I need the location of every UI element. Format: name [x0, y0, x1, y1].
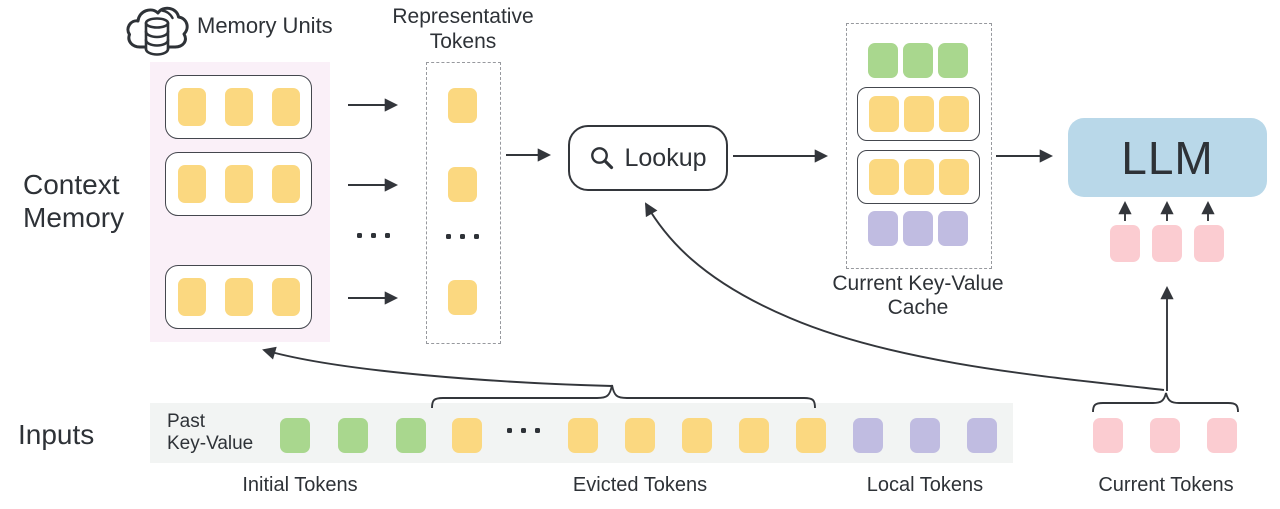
current-tokens-label: Current Tokens: [1098, 474, 1234, 496]
token-yellow: [868, 96, 899, 132]
initial-tokens-label: Initial Tokens: [242, 474, 358, 496]
representative-tokens-label-line2: Tokens: [429, 30, 497, 53]
token-yellow: [448, 167, 477, 202]
evicted-tokens-group: [568, 418, 826, 453]
cache-label-line2: Cache: [887, 296, 949, 319]
token-green: [868, 43, 898, 78]
token-green: [396, 418, 426, 453]
token-yellow: [271, 88, 300, 126]
memory-unit-row: [165, 152, 312, 216]
token-green: [280, 418, 310, 453]
representative-token: [448, 280, 477, 315]
current-tokens-group: [1093, 418, 1237, 453]
representative-tokens-label: Representative Tokens: [378, 4, 548, 54]
cloud-database-icon: [126, 6, 189, 56]
token-purple: [938, 211, 968, 246]
token-pink: [1150, 418, 1180, 453]
brace-current-tokens: [1092, 392, 1239, 413]
memory-unit-row: [165, 75, 312, 139]
token-yellow: [682, 418, 712, 453]
cache-initial-tokens: [868, 43, 968, 78]
token-yellow: [452, 418, 482, 453]
representative-token: [448, 167, 477, 202]
token-green: [938, 43, 968, 78]
representative-tokens-box: [426, 62, 501, 344]
token-yellow: [739, 418, 769, 453]
token-purple: [910, 418, 940, 453]
lookup-button[interactable]: Lookup: [568, 125, 728, 191]
cache-memory-unit-row: [857, 150, 980, 204]
representative-tokens-label-line1: Representative: [392, 5, 534, 28]
ellipsis-icon: [446, 234, 479, 239]
inputs-label: Inputs: [18, 419, 95, 450]
token-yellow: [224, 88, 253, 126]
past-kv-label-line1: Past: [167, 411, 206, 432]
local-tokens-group: [853, 418, 997, 453]
token-green: [338, 418, 368, 453]
token-yellow: [271, 278, 300, 316]
token-yellow: [448, 280, 477, 315]
token-yellow: [938, 159, 969, 195]
token-yellow: [271, 165, 300, 203]
token-yellow: [868, 159, 899, 195]
token-yellow: [903, 159, 934, 195]
search-icon: [591, 147, 614, 170]
token-yellow: [796, 418, 826, 453]
token-pink: [1093, 418, 1123, 453]
token-pink: [1152, 225, 1182, 262]
cache-memory-unit-row: [857, 87, 980, 141]
past-kv-label-line2: Key-Value: [167, 433, 254, 454]
context-memory-box: [150, 62, 330, 342]
token-yellow: [177, 165, 206, 203]
token-yellow: [177, 278, 206, 316]
token-purple: [868, 211, 898, 246]
token-yellow: [568, 418, 598, 453]
llm-input-tokens: [1110, 225, 1224, 262]
past-kv-strip: Past Key-Value: [150, 403, 1013, 463]
token-yellow: [224, 278, 253, 316]
curve-evicted-to-memory: [262, 346, 613, 387]
token-yellow: [448, 88, 477, 123]
token-yellow: [625, 418, 655, 453]
ellipsis-icon: [507, 428, 540, 433]
token-yellow: [177, 88, 206, 126]
token-pink: [1194, 225, 1224, 262]
ellipsis-icon: [357, 233, 390, 238]
memory-unit-row: [165, 265, 312, 329]
evicted-token: [452, 418, 482, 453]
token-yellow: [224, 165, 253, 203]
token-yellow: [938, 96, 969, 132]
past-kv-label: Past Key-Value: [167, 411, 253, 455]
cache-local-tokens: [868, 211, 968, 246]
cache-label-line1: Current Key-Value: [832, 272, 1004, 295]
representative-token: [448, 88, 477, 123]
llm-label: LLM: [1121, 131, 1214, 184]
local-tokens-label: Local Tokens: [866, 474, 984, 496]
context-memory-label: Context Memory: [23, 168, 124, 234]
token-purple: [903, 211, 933, 246]
token-purple: [853, 418, 883, 453]
lookup-label: Lookup: [624, 143, 707, 172]
context-memory-label-line2: Memory: [23, 202, 125, 233]
token-purple: [967, 418, 997, 453]
current-kv-cache-box: [846, 23, 992, 269]
evicted-tokens-label: Evicted Tokens: [572, 474, 708, 496]
llm-box: LLM: [1068, 118, 1267, 197]
token-yellow: [903, 96, 934, 132]
token-green: [903, 43, 933, 78]
current-kv-cache-label: Current Key-Value Cache: [828, 272, 1008, 320]
initial-tokens-group: [280, 418, 426, 453]
context-memory-label-line1: Context: [23, 169, 120, 200]
memory-units-label: Memory Units: [197, 13, 333, 38]
token-pink: [1207, 418, 1237, 453]
token-pink: [1110, 225, 1140, 262]
